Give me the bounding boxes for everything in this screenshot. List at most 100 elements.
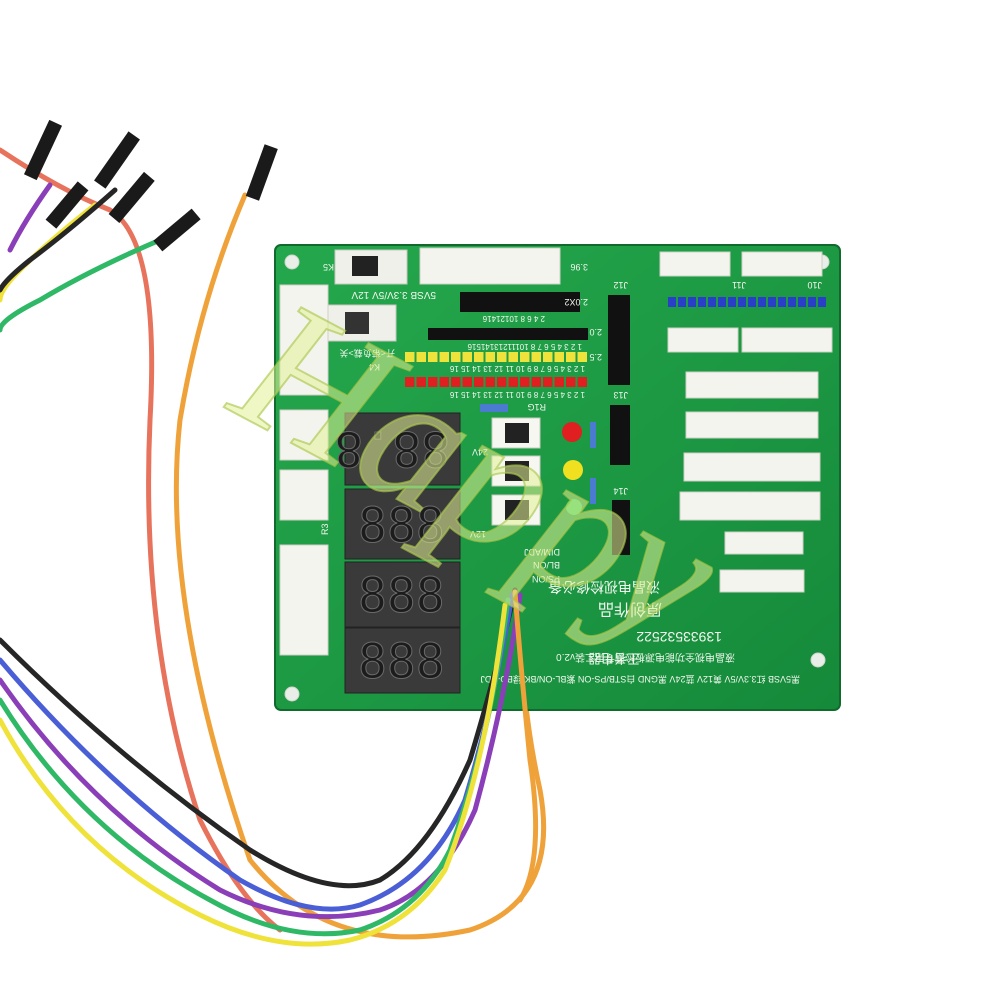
label-r3: R3 (320, 523, 330, 535)
label-j10: J10 (807, 280, 822, 290)
label-12v: 12V (470, 529, 486, 539)
pin-yellow (439, 352, 449, 362)
led-green (566, 499, 582, 515)
pin-blue (708, 297, 716, 307)
pin-red (462, 377, 472, 387)
wire-black-top (0, 187, 118, 293)
label-pins-top: 2 4 6 8 10121416 (482, 314, 545, 323)
label-k4-caption: 开<带负载>关 (339, 348, 395, 359)
pin-red (497, 377, 507, 387)
label-pitch-2x2: 2.0X2 (564, 297, 588, 307)
label-subtitle: 液晶电视检修必备 (548, 579, 660, 595)
connector-left-3 (279, 469, 329, 521)
display-1: 88.8 (334, 420, 450, 476)
label-pitch-396: 3.96 (570, 262, 588, 272)
pin-blue (698, 297, 706, 307)
label-k4: K4 (369, 362, 380, 372)
pin-yellow (543, 352, 553, 362)
display-3: 888 (358, 568, 445, 624)
connectors-right (667, 327, 833, 593)
pin-blue (668, 297, 676, 307)
wire-orange-bottom (512, 589, 539, 903)
label-j12: J12 (613, 280, 628, 290)
resistor (480, 404, 508, 412)
pin-yellow (566, 352, 576, 362)
pin-yellow (577, 352, 587, 362)
pin-blue (788, 297, 796, 307)
pin-yellow (462, 352, 472, 362)
led-yellow (563, 460, 583, 480)
pin-red (405, 377, 415, 387)
pin-header-yellow (405, 352, 587, 362)
label-pins-yellow: 1 2 3 4 5 6 7 8 9 10 11 12 13 14 15 16 (449, 364, 585, 373)
label-switch-voltages: 5VSB 3.3V/5V 12V (351, 289, 436, 300)
connector-left-4 (279, 544, 329, 656)
header-j13 (610, 405, 630, 465)
pin-yellow (451, 352, 461, 362)
label-title-line: 液晶电视全功能电源板检测专用工装v2.0 (556, 651, 735, 664)
label-pins-mid: 1 2 3 4 5 6 7 8 10111213141516 (467, 342, 582, 351)
label-vendor: 王者电器 (588, 651, 640, 666)
wire-bundle-bottom (0, 587, 539, 947)
wire-bundle-top (0, 147, 547, 940)
header-j14 (612, 500, 630, 555)
dupont-head-4 (245, 144, 278, 201)
pin-blue (818, 297, 826, 307)
pin-red (543, 377, 553, 387)
header-j12 (608, 295, 630, 385)
label-product-name: 原创作品 (598, 600, 662, 618)
pin-blue (808, 297, 816, 307)
dupont-head-6 (45, 181, 89, 229)
pin-red (554, 377, 564, 387)
wire-purple-top (7, 182, 53, 253)
pin-blue (758, 297, 766, 307)
resistor (590, 478, 596, 504)
pin-red (451, 377, 461, 387)
pin-yellow (497, 352, 507, 362)
pin-yellow (428, 352, 438, 362)
display-2: 888 (358, 498, 445, 554)
label-pitch-25: 2.5 (589, 352, 602, 362)
pin-yellow (554, 352, 564, 362)
label-phone: 13933532522 (636, 629, 722, 645)
pin-blue (728, 297, 736, 307)
pin-header-blue (668, 297, 826, 307)
pin-red (485, 377, 495, 387)
label-pins-red: 1 2 3 4 5 6 7 8 9 10 11 12 13 14 15 16 (449, 390, 585, 399)
pin-red (439, 377, 449, 387)
pin-blue (688, 297, 696, 307)
pin-yellow (416, 352, 426, 362)
dupont-head-5 (153, 208, 201, 252)
pin-blue (718, 297, 726, 307)
label-dim-adj: DIM/ADJ (524, 547, 560, 557)
led-red (562, 422, 582, 442)
wire-black-bottom (0, 587, 518, 889)
label-pin-legend: 黑5VSB 红3.3V/5V 黄12V 蓝24V 黑GND 白STB/PS-ON… (480, 674, 800, 685)
resistor (590, 422, 596, 448)
label-ps-on: PS/ON (532, 574, 560, 584)
connector-top-main (419, 247, 561, 285)
pin-red (566, 377, 576, 387)
pin-blue (748, 297, 756, 307)
pin-yellow (531, 352, 541, 362)
pin-blue (768, 297, 776, 307)
pin-yellow (508, 352, 518, 362)
wire-green-top (0, 237, 163, 333)
pin-yellow (485, 352, 495, 362)
connector-left-1 (279, 284, 329, 396)
pin-blue (778, 297, 786, 307)
pin-red (508, 377, 518, 387)
connector-left-2 (279, 409, 329, 461)
connector-j11 (659, 251, 731, 277)
dupont-head-3 (108, 171, 155, 223)
mount-hole (810, 652, 826, 668)
pin-red (416, 377, 426, 387)
wire-yellow-bottom (0, 602, 508, 947)
wire-red-top (0, 147, 283, 933)
dupont-head-2 (94, 131, 140, 189)
label-j13: J13 (613, 390, 628, 400)
pin-blue (798, 297, 806, 307)
pin-blue (678, 297, 686, 307)
